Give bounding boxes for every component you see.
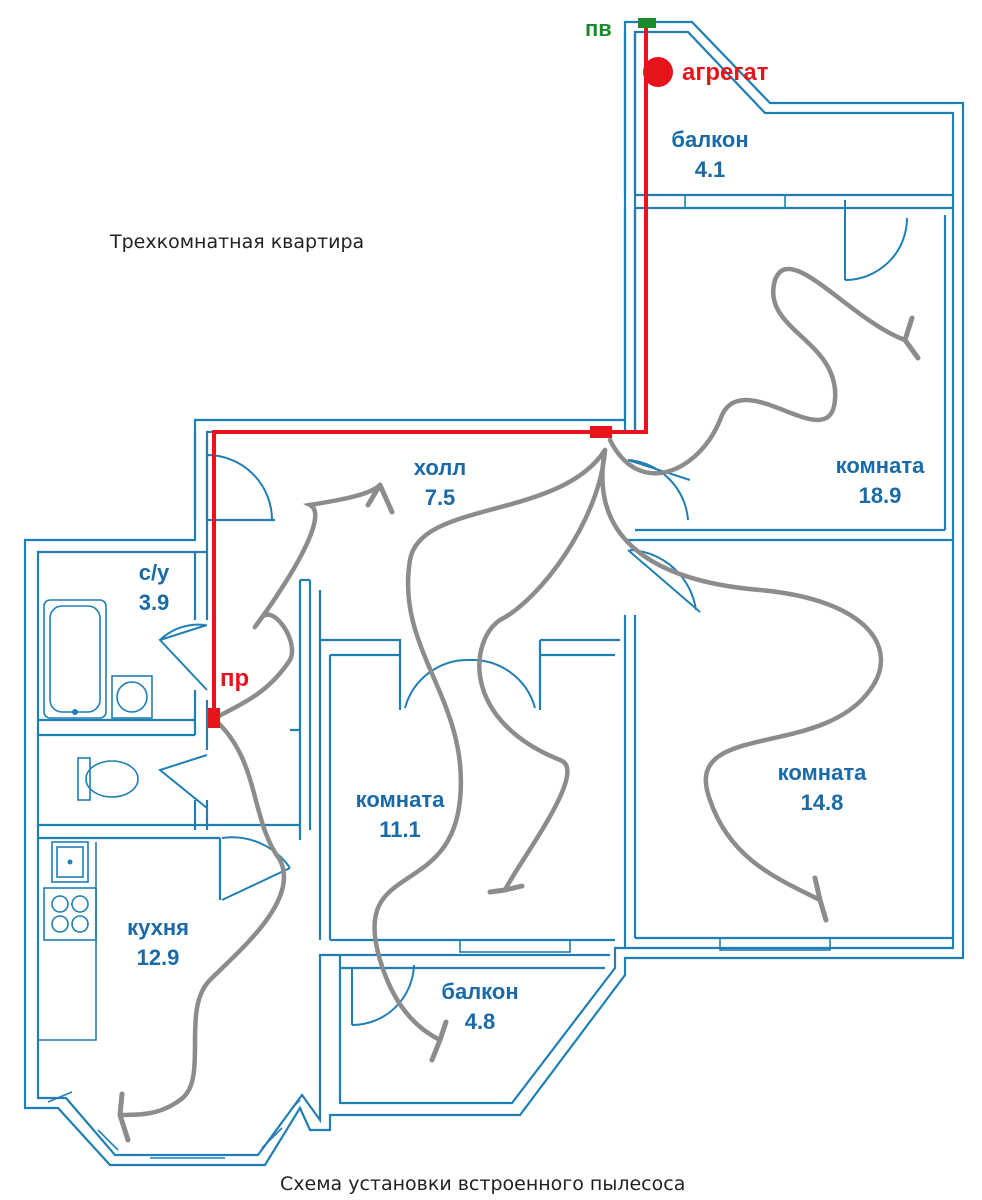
vacuum-pipe [208,18,673,728]
hall-area: 7.5 [425,485,456,510]
washbasin [111,675,153,719]
room-14-window [719,937,831,951]
bathtub [43,599,107,719]
nozzle-balcony-bottom [429,1019,449,1063]
sink-basin [56,846,84,878]
room-11-window [459,939,571,953]
caption-top: Трехкомнатная квартира [109,231,364,253]
kitchen-counter [38,842,97,1041]
hose-to-kitchen [117,717,287,1118]
door-bath [158,623,208,691]
bath-walls [38,552,302,900]
doors [157,200,908,1026]
hall-name: холл [414,455,467,480]
main-pipe [212,28,648,718]
room-18-walls [623,208,953,542]
pipe-inlet-hall [590,426,612,438]
nozzle-hall [365,482,395,515]
vacuum-unit-label: агрегат [682,59,769,86]
door-balcony-bottom [351,964,415,1026]
burner-3 [51,915,69,933]
room-11-area: 11.1 [379,817,421,842]
balcony-top-wall [635,193,953,210]
hose-to-room-14 [600,447,884,903]
nozzle-room-11 [487,883,525,895]
hose-reach [117,266,921,1143]
hose-to-balcony-bottom [372,447,608,1043]
balcony-top-left-wall [623,32,637,195]
balcony-bottom-area: 4.8 [465,1009,496,1034]
balcony-top-area: 4.1 [695,157,726,182]
door-room-14 [627,549,701,613]
bathtub-inner [49,605,101,713]
sink [51,841,89,883]
room-14-area: 14.8 [801,790,844,815]
outer-wall [23,20,965,1167]
room-labels: балкон 4.1 комната 18.9 холл 7.5 с/у 3.9… [127,127,925,1034]
toilet-bowl [85,760,139,798]
hose-to-room-11 [477,447,608,893]
door-entrance [206,454,273,521]
inlet-pr-label: пр [220,665,249,692]
stove [43,887,97,941]
room-14-name: комната [778,760,867,785]
room-18-area: 18.9 [859,483,902,508]
nozzle-room-18 [902,315,921,361]
door-kitchen [221,836,291,901]
exhaust-label: пв [585,16,612,41]
kitchen-area: 12.9 [137,945,180,970]
bathtub-drain [72,709,78,715]
caption-bottom: Схема установки встроенного пылесоса [280,1173,685,1195]
burner-1 [51,895,69,913]
toilet-tank [77,757,91,801]
sink-drain [67,859,73,865]
balcony-top-window [684,194,786,209]
kitchen-name: кухня [127,915,189,940]
room-18-name: комната [836,453,925,478]
walls [23,20,965,1167]
vacuum-unit-icon [643,57,673,87]
room-11-walls [308,580,620,942]
balcony-bottom-name: балкон [441,979,518,1004]
nozzle-kitchen [117,1091,131,1143]
door-toilet [157,754,208,809]
bath-name: с/у [139,560,170,585]
exhaust-icon [638,18,656,28]
door-room-18 [627,459,691,521]
kitchen-bay-windows [47,1091,301,1159]
marker-labels: пв агрегат пр [220,16,769,692]
room-11-name: комната [356,787,445,812]
nozzle-room-14 [812,875,829,923]
door-balcony-top [844,200,908,281]
burner-4 [71,915,89,933]
bath-area: 3.9 [139,590,170,615]
balcony-top-name: балкон [671,127,748,152]
hose-to-hall [212,482,383,721]
pipe-inlet-pr [208,708,220,728]
hose-to-room-18 [607,266,908,476]
inner-wall [36,30,955,1157]
burner-2 [71,895,89,913]
washbasin-bowl [116,681,148,713]
